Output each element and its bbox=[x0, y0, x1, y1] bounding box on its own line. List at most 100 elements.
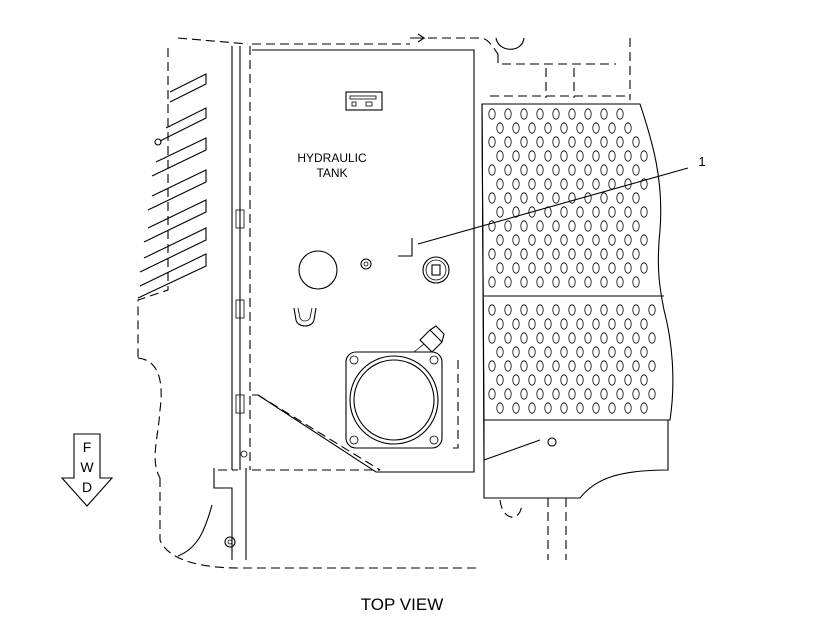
perforation-hole bbox=[576, 178, 584, 190]
perforation-hole bbox=[632, 192, 640, 204]
perforation-hole bbox=[560, 402, 568, 414]
perforation-hole bbox=[576, 318, 584, 330]
perforation-hole bbox=[624, 318, 632, 330]
perforation-hole bbox=[504, 192, 512, 204]
perforation-hole bbox=[648, 360, 656, 372]
perforation-hole bbox=[648, 388, 656, 400]
perforation-hole bbox=[632, 276, 640, 288]
perforation-hole bbox=[568, 164, 576, 176]
perforation-hole bbox=[560, 346, 568, 358]
filter-housing bbox=[345, 351, 443, 449]
fwd-letter-f: F bbox=[83, 439, 92, 455]
perforation-hole bbox=[632, 360, 640, 372]
perforation-hole bbox=[592, 402, 600, 414]
perforation-hole bbox=[640, 374, 648, 386]
perforation-hole bbox=[624, 122, 632, 134]
perforation-hole bbox=[520, 192, 528, 204]
perforation-hole bbox=[504, 248, 512, 260]
fwd-letter-w: W bbox=[80, 459, 94, 475]
perforation-hole bbox=[592, 234, 600, 246]
perforation-hole bbox=[600, 388, 608, 400]
hydraulic-tank bbox=[252, 33, 499, 473]
perforation-hole bbox=[528, 374, 536, 386]
perforation-hole bbox=[600, 276, 608, 288]
tank-label-line1: HYDRAULIC bbox=[297, 151, 367, 165]
perforation-hole bbox=[592, 374, 600, 386]
forward-arrow bbox=[60, 433, 114, 507]
perforation-hole bbox=[568, 388, 576, 400]
perforation-hole bbox=[488, 220, 496, 232]
perforation-hole bbox=[584, 164, 592, 176]
perforation-hole bbox=[528, 234, 536, 246]
perforation-hole bbox=[584, 108, 592, 120]
perforation-hole bbox=[488, 304, 496, 316]
perforation-hole bbox=[648, 332, 656, 344]
perforated-guard bbox=[481, 95, 674, 461]
perforation-hole bbox=[496, 206, 504, 218]
perforation-hole bbox=[536, 108, 544, 120]
perforation-hole bbox=[608, 374, 616, 386]
perforation-hole bbox=[504, 164, 512, 176]
perforation-hole bbox=[496, 402, 504, 414]
perforation-hole bbox=[632, 220, 640, 232]
perforation-hole bbox=[600, 248, 608, 260]
perforation-hole bbox=[504, 360, 512, 372]
perforation-hole bbox=[488, 192, 496, 204]
perforation-hole bbox=[592, 178, 600, 190]
perforation-hole bbox=[552, 360, 560, 372]
perforation-hole bbox=[512, 374, 520, 386]
perforation-hole bbox=[592, 346, 600, 358]
perforation-hole bbox=[512, 346, 520, 358]
perforation-hole bbox=[632, 304, 640, 316]
perforation-hole bbox=[504, 332, 512, 344]
perforation-hole bbox=[544, 150, 552, 162]
perforation-hole bbox=[496, 346, 504, 358]
perforation-hole bbox=[520, 276, 528, 288]
perforation-hole bbox=[552, 164, 560, 176]
perforation-hole bbox=[536, 276, 544, 288]
perforation-hole bbox=[576, 206, 584, 218]
perforation-hole bbox=[552, 136, 560, 148]
perforation-hole bbox=[568, 220, 576, 232]
perforation-hole bbox=[512, 262, 520, 274]
perforation-hole bbox=[512, 402, 520, 414]
perforation-hole bbox=[552, 276, 560, 288]
perforation-hole bbox=[600, 136, 608, 148]
perforation-hole bbox=[536, 388, 544, 400]
perforation-hole bbox=[528, 150, 536, 162]
perforation-hole bbox=[512, 178, 520, 190]
perforation-hole bbox=[616, 220, 624, 232]
perforation-hole bbox=[592, 122, 600, 134]
pressure-sensor bbox=[413, 325, 445, 353]
perforation-hole bbox=[640, 178, 648, 190]
perforation-hole bbox=[544, 178, 552, 190]
perforation-hole bbox=[584, 248, 592, 260]
lower-right-structure bbox=[483, 419, 669, 560]
perforation-hole bbox=[536, 360, 544, 372]
perforation-hole bbox=[552, 220, 560, 232]
callout-leader-line bbox=[417, 167, 689, 245]
perforation-hole bbox=[504, 304, 512, 316]
perforation-hole bbox=[520, 220, 528, 232]
perforation-hole bbox=[568, 332, 576, 344]
perforation-hole bbox=[536, 248, 544, 260]
perforation-hole bbox=[632, 332, 640, 344]
perforation-hole bbox=[520, 332, 528, 344]
perforation-hole bbox=[584, 276, 592, 288]
perforation-hole bbox=[592, 150, 600, 162]
perforation-hole bbox=[592, 206, 600, 218]
perforation-hole bbox=[568, 136, 576, 148]
perforation-hole bbox=[568, 304, 576, 316]
perforation-hole bbox=[576, 346, 584, 358]
perforation-hole bbox=[488, 164, 496, 176]
perforation-hole bbox=[560, 374, 568, 386]
perforation-hole bbox=[640, 206, 648, 218]
perforation-hole bbox=[616, 136, 624, 148]
perforation-hole bbox=[520, 136, 528, 148]
perforation-hole bbox=[488, 108, 496, 120]
perforation-hole bbox=[592, 318, 600, 330]
perforation-hole bbox=[584, 192, 592, 204]
fwd-letter-d: D bbox=[82, 479, 92, 495]
perforation-hole bbox=[568, 248, 576, 260]
